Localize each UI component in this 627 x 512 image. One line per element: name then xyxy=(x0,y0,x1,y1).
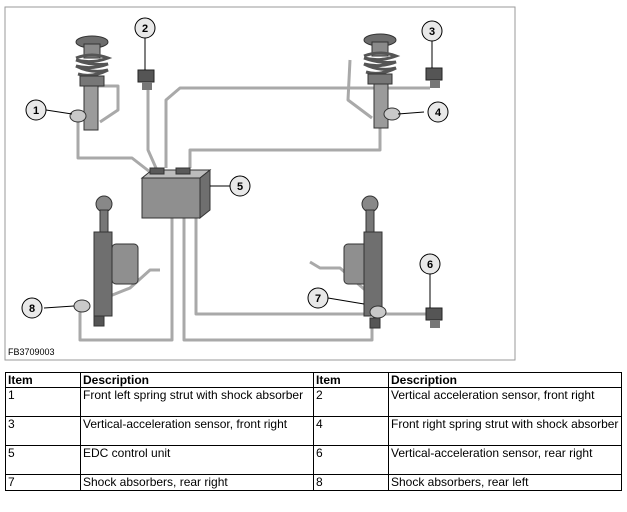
header-description-b: Description xyxy=(388,372,622,388)
description-cell: Shock absorbers, rear right xyxy=(80,474,314,491)
callout-4: 4 xyxy=(427,101,449,123)
item-cell: 4 xyxy=(313,416,389,446)
header-item-a: Item xyxy=(5,372,81,388)
legend-table: Item Description Item Description 1 Fron… xyxy=(5,372,622,491)
system-diagram: 1 2 3 4 5 6 7 8 FB3709003 xyxy=(4,6,516,361)
item-cell: 6 xyxy=(313,445,389,475)
callout-4-label: 4 xyxy=(435,107,442,119)
callout-leaders xyxy=(43,38,433,309)
item-cell: 7 xyxy=(5,474,81,491)
edc-control-unit xyxy=(140,167,212,220)
item-cell: 8 xyxy=(313,474,389,491)
callout-7-label: 7 xyxy=(315,293,321,305)
figure-code: FB3709003 xyxy=(8,347,55,357)
legend-header-row: Item Description Item Description xyxy=(5,372,622,388)
callout-5: 5 xyxy=(229,175,251,197)
description-cell: Vertical-acceleration sensor, rear right xyxy=(388,445,622,475)
callout-7: 7 xyxy=(307,287,329,309)
rear-left-shock-absorber xyxy=(73,195,139,327)
callout-2-label: 2 xyxy=(142,23,148,35)
acceleration-sensor-6 xyxy=(425,307,443,328)
callout-3-label: 3 xyxy=(429,26,435,38)
table-row: 3 Vertical-acceleration sensor, front ri… xyxy=(5,416,622,446)
acceleration-sensor-3 xyxy=(425,67,443,88)
wiring-harness xyxy=(76,59,430,342)
description-cell: Front left spring strut with shock absor… xyxy=(80,387,314,417)
table-row: 1 Front left spring strut with shock abs… xyxy=(5,387,622,417)
callout-3: 3 xyxy=(421,20,443,42)
description-cell: EDC control unit xyxy=(80,445,314,475)
table-row: 5 EDC control unit 6 Vertical-accelerati… xyxy=(5,445,622,475)
front-left-spring-strut xyxy=(69,35,113,131)
callout-1-label: 1 xyxy=(33,105,39,117)
callout-8-label: 8 xyxy=(29,303,35,315)
callout-6: 6 xyxy=(419,253,441,275)
callout-2: 2 xyxy=(134,17,156,39)
description-cell: Vertical acceleration sensor, front righ… xyxy=(388,387,622,417)
description-cell: Shock absorbers, rear left xyxy=(388,474,622,491)
description-cell: Vertical-acceleration sensor, front righ… xyxy=(80,416,314,446)
item-cell: 5 xyxy=(5,445,81,475)
callout-6-label: 6 xyxy=(427,259,433,271)
item-cell: 3 xyxy=(5,416,81,446)
header-description-a: Description xyxy=(80,372,314,388)
callout-5-label: 5 xyxy=(237,181,243,193)
table-row: 7 Shock absorbers, rear right 8 Shock ab… xyxy=(5,474,622,491)
callout-1: 1 xyxy=(25,99,47,121)
description-cell: Front right spring strut with shock abso… xyxy=(388,416,622,446)
item-cell: 1 xyxy=(5,387,81,417)
callout-8: 8 xyxy=(21,297,43,319)
item-cell: 2 xyxy=(313,387,389,417)
rear-right-shock-absorber xyxy=(343,195,387,329)
acceleration-sensor-2 xyxy=(137,69,155,90)
front-right-spring-strut xyxy=(363,33,401,129)
header-item-b: Item xyxy=(313,372,389,388)
